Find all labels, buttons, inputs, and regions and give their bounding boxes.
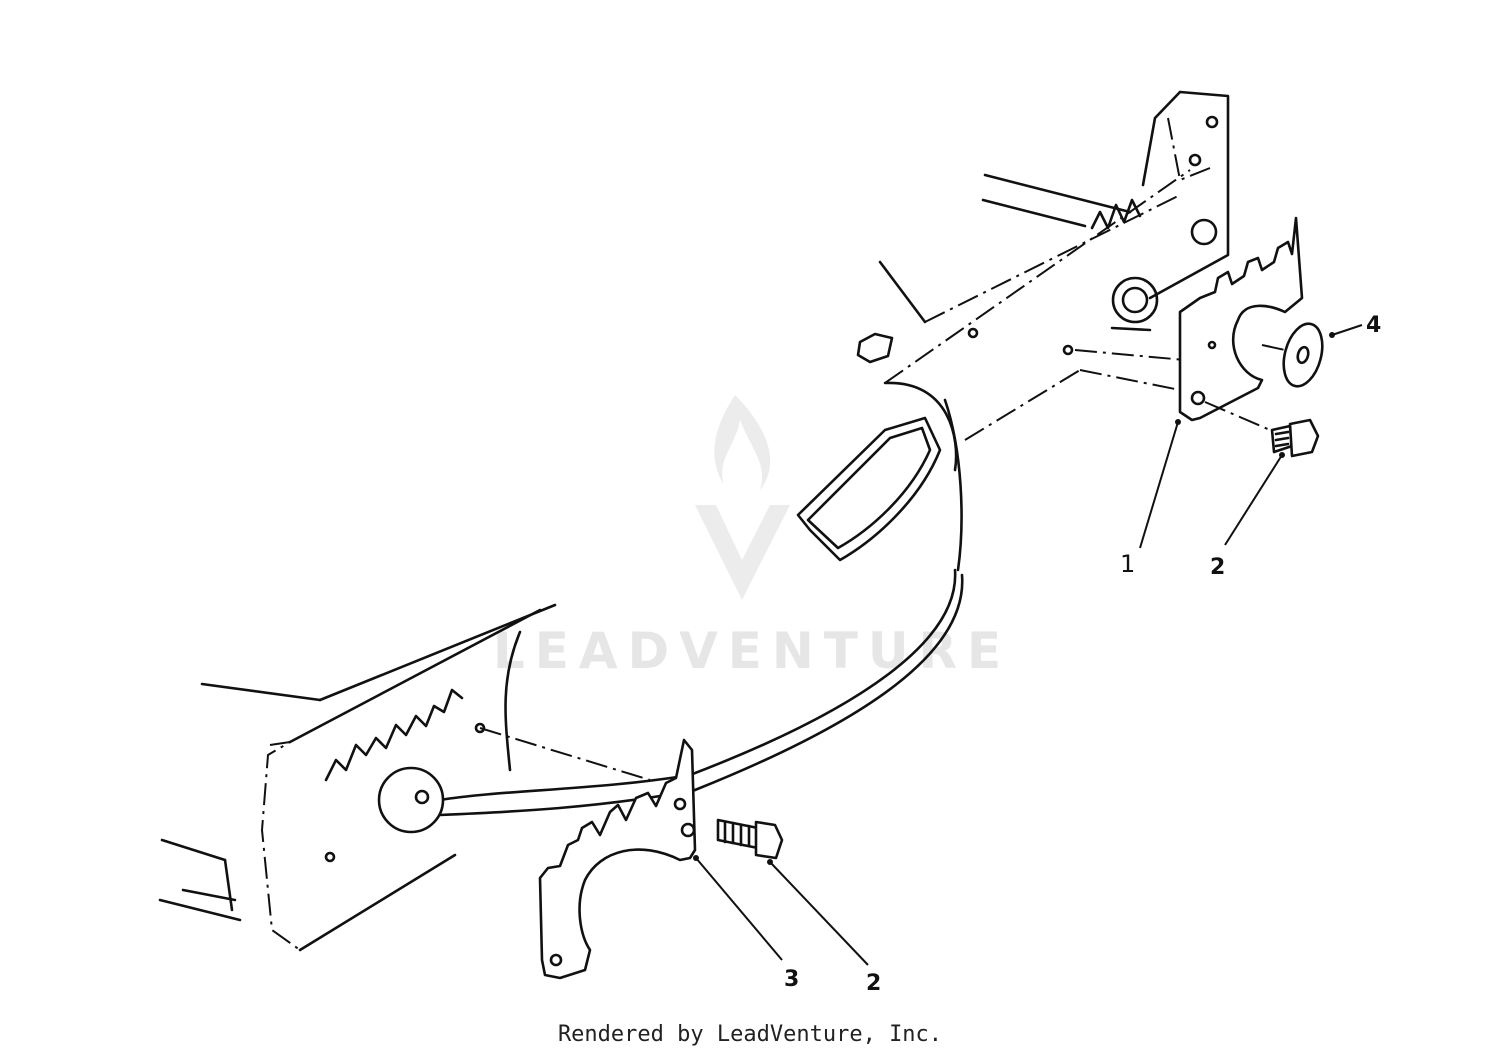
callout-3: 3 [693,855,799,992]
bolt-2-upper [1204,401,1320,458]
handle-tube [438,568,964,817]
lower-frame [158,603,651,952]
callout-2-upper: 2 [1210,452,1285,580]
handle-grip [796,416,942,562]
callout-3-label: 3 [784,967,799,992]
callout-4: 4 [1329,313,1381,338]
v-logo-icon [695,505,790,600]
callout-1: 1 [1120,419,1181,578]
bolt-2-lower [716,818,784,860]
callout-2-lower: 2 [767,859,881,996]
upper-frame [856,90,1230,572]
callout-1-label: 1 [1120,550,1135,578]
callout-2-upper-label: 2 [1210,555,1225,580]
flame-logo-icon [714,395,771,490]
callout-2-lower-label: 2 [866,971,881,996]
callout-4-label: 4 [1366,313,1381,338]
washer-4 [1261,322,1324,388]
height-adjust-plate-3 [538,738,697,980]
footer-credit: Rendered by LeadVenture, Inc. [557,1022,943,1047]
height-adjust-plate-1 [1178,216,1304,422]
